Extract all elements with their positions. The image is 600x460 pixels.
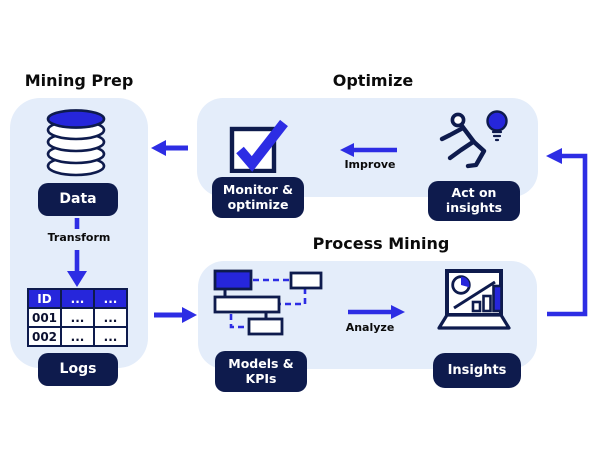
table-cell: 002 <box>27 326 62 347</box>
table-cell: ... <box>93 307 128 328</box>
runner-icon <box>439 110 508 169</box>
checkbox-icon <box>229 119 288 173</box>
bar-chart <box>471 284 503 313</box>
lightbulb-icon <box>486 110 508 142</box>
improve-label: Improve <box>344 158 396 171</box>
arrow-logs-to-models <box>154 307 197 323</box>
table-cell: ... <box>60 307 95 328</box>
trend-line <box>453 280 496 310</box>
table-cell: ... <box>60 288 95 309</box>
laptop-chart-icon <box>437 269 511 330</box>
act-on-insights-line1: Act on <box>451 185 497 201</box>
table-icon: ID ... ... 001 ... ... 002 ... ... <box>27 288 128 347</box>
models-kpis-label: Models & KPIs <box>215 351 307 392</box>
monitor-optimize-line2: optimize <box>227 196 289 212</box>
models-kpis-line2: KPIs <box>245 370 277 386</box>
table-cell: ID <box>27 288 62 309</box>
table-header-row: ID ... ... <box>27 288 128 309</box>
analyze-label: Analyze <box>345 321 395 334</box>
transform-label: Transform <box>47 231 111 244</box>
act-on-insights-label: Act on insights <box>428 181 520 221</box>
process-model-icon <box>213 269 323 336</box>
process-mining-title: Process Mining <box>312 234 450 253</box>
database-icon <box>46 109 106 177</box>
logs-label: Logs <box>38 353 118 386</box>
mining-prep-title: Mining Prep <box>24 71 134 90</box>
monitor-optimize-line1: Monitor & <box>222 181 294 197</box>
models-kpis-line1: Models & <box>228 355 294 371</box>
table-cell: ... <box>93 288 128 309</box>
arrow-insights-to-act <box>546 148 588 317</box>
arrow-optimize-to-mining-prep <box>151 140 188 156</box>
data-label: Data <box>38 183 118 216</box>
optimize-title: Optimize <box>332 71 414 90</box>
table-cell: ... <box>60 326 95 347</box>
insights-label: Insights <box>433 353 521 388</box>
table-cell: 001 <box>27 307 62 328</box>
monitor-optimize-label: Monitor & optimize <box>212 177 304 218</box>
table-row: 001 ... ... <box>27 307 128 328</box>
running-person <box>439 112 487 169</box>
act-on-insights-line2: insights <box>445 200 503 215</box>
table-cell: ... <box>93 326 128 347</box>
table-row: 002 ... ... <box>27 326 128 347</box>
